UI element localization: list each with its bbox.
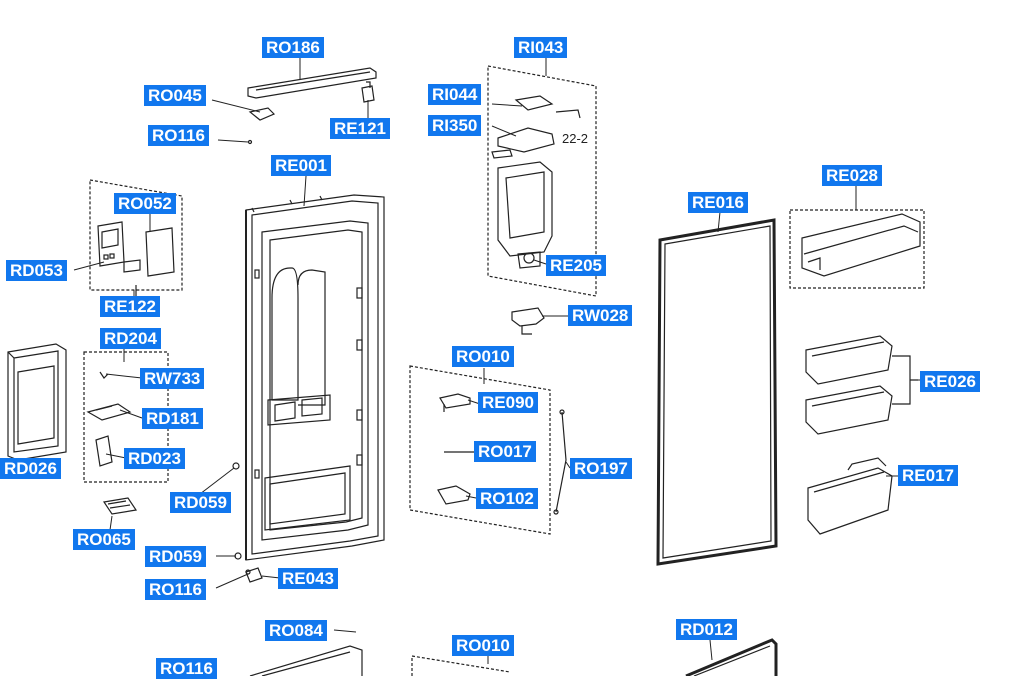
label-ro065: RO065: [73, 529, 135, 550]
label-rd059-upper: RD059: [170, 492, 231, 513]
label-re121: RE121: [330, 118, 390, 139]
label-ro116-bottom: RO116: [156, 658, 217, 679]
label-rw733: RW733: [140, 368, 205, 389]
label-ri350: RI350: [428, 115, 482, 136]
label-ro045: RO045: [144, 85, 206, 106]
label-ri044: RI044: [428, 84, 482, 105]
lower-shelf-drawing: [807, 457, 893, 535]
label-re090: RE090: [478, 392, 538, 413]
label-ro116-middle: RO116: [145, 579, 206, 600]
label-ro010-middle: RO010: [452, 346, 514, 367]
label-rd181: RD181: [142, 408, 203, 429]
label-rw028: RW028: [568, 305, 633, 326]
label-re016: RE016: [688, 192, 748, 213]
label-re028: RE028: [822, 165, 882, 186]
label-ro116-top: RO116: [148, 125, 209, 146]
label-re043: RE043: [278, 568, 338, 589]
label-re122: RE122: [100, 296, 160, 317]
label-re017: RE017: [898, 465, 958, 486]
label-re001: RE001: [271, 155, 331, 176]
label-ro017: RO017: [474, 441, 536, 462]
door-panel-drawing: [245, 194, 385, 561]
label-re026: RE026: [920, 371, 980, 392]
label-rd059-lower: RD059: [145, 546, 206, 567]
label-rd012: RD012: [676, 619, 737, 640]
middle-shelves-drawing: [805, 335, 918, 435]
label-ri043: RI043: [514, 37, 568, 58]
top-hinge-bar-drawing: [247, 67, 377, 145]
bottom-parts-drawing: [249, 638, 778, 676]
label-ro102: RO102: [476, 488, 538, 509]
label-re205: RE205: [546, 255, 606, 276]
ice-bucket-group-drawing: [487, 65, 597, 335]
label-ro052: RO052: [114, 193, 176, 214]
top-shelf-drawing: [789, 209, 925, 289]
dispenser-parts-group-drawing: [83, 351, 169, 515]
label-rd023: RD023: [124, 448, 185, 469]
label-ro010-bottom: RO010: [452, 635, 514, 656]
label-ro186: RO186: [262, 37, 324, 58]
annotation-22-2: 22-2: [562, 131, 589, 146]
label-ro084: RO084: [265, 620, 327, 641]
label-ro197: RO197: [570, 458, 632, 479]
leader-lines: [73, 58, 922, 664]
label-rd053: RD053: [6, 260, 67, 281]
label-rd026: RD026: [0, 458, 61, 479]
left-tray-drawing: [7, 343, 67, 461]
door-gasket-drawing: [656, 218, 778, 566]
label-rd204: RD204: [100, 328, 161, 349]
control-panel-group-drawing: [89, 179, 183, 296]
